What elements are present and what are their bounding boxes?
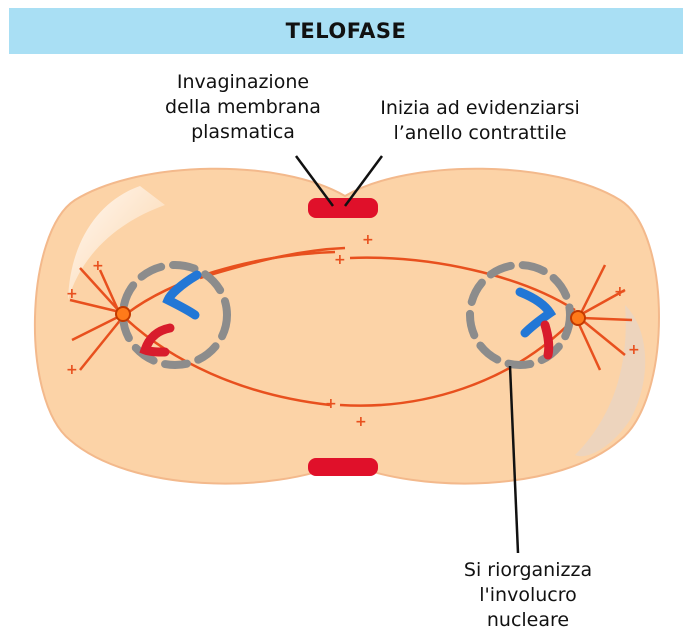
centrosome-right: [571, 311, 585, 325]
label-line: nucleare: [448, 608, 608, 633]
label-line: della membrana: [148, 95, 338, 120]
contractile-ring-bottom: [308, 458, 378, 476]
svg-text:+: +: [334, 252, 346, 268]
label-line: Si riorganizza: [448, 558, 608, 583]
label-nuclear-envelope: Si riorganizza l'involucro nucleare: [448, 558, 608, 633]
svg-text:+: +: [628, 342, 640, 358]
label-line: l'involucro: [448, 583, 608, 608]
label-contractile-ring: Inizia ad evidenziarsi l’anello contratt…: [360, 96, 600, 146]
chromosome-red-right: [545, 325, 549, 355]
svg-text:+: +: [66, 286, 78, 302]
label-membrane-invagination: Invaginazione della membrana plasmatica: [148, 70, 338, 145]
label-line: l’anello contrattile: [360, 121, 600, 146]
svg-text:+: +: [325, 396, 337, 412]
label-line: Inizia ad evidenziarsi: [360, 96, 600, 121]
svg-text:+: +: [614, 284, 626, 300]
svg-text:+: +: [355, 414, 367, 430]
svg-text:+: +: [92, 258, 104, 274]
centrosome-left: [116, 307, 130, 321]
label-line: Invaginazione: [148, 70, 338, 95]
svg-text:+: +: [66, 362, 78, 378]
label-line: plasmatica: [148, 120, 338, 145]
svg-text:+: +: [362, 232, 374, 248]
contractile-ring-top: [308, 198, 378, 218]
